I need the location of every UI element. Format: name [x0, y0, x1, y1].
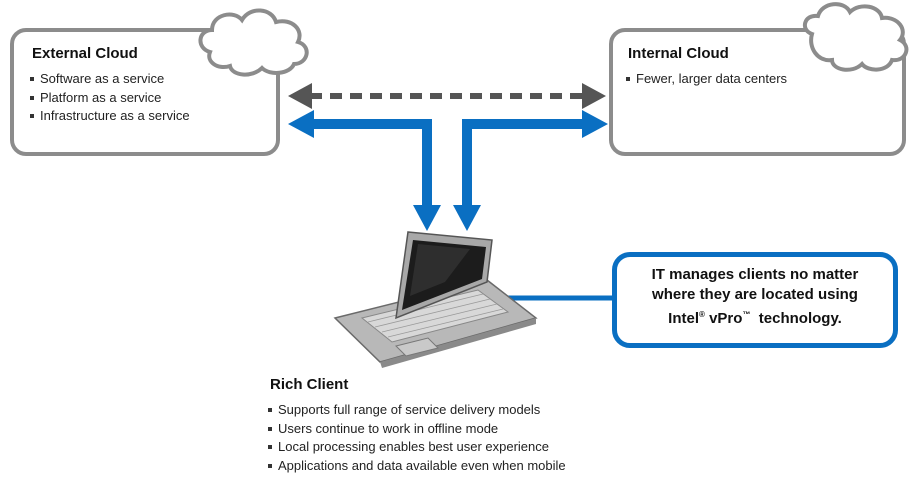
vpro-callout: IT manages clients no matter where they …	[612, 252, 898, 348]
callout-text: IT manages clients no matter where they …	[617, 265, 893, 329]
list-item: Infrastructure as a service	[30, 107, 190, 126]
internal-cloud-icon	[802, 2, 909, 72]
rich-client-title: Rich Client	[270, 376, 349, 393]
external-cloud-list: Software as a service Platform as a serv…	[30, 70, 190, 126]
callout-tail: technology.	[758, 310, 842, 327]
callout-brand-vpro: vPro	[709, 310, 743, 327]
trademark-mark: ™	[742, 310, 751, 319]
list-item: Software as a service	[30, 70, 190, 89]
callout-line-1: IT manages clients no matter	[651, 266, 859, 283]
callout-brand-intel: Intel	[668, 310, 699, 327]
cloud-to-cloud-dashed-arrow	[288, 83, 606, 109]
callout-line-3: Intel® vPro™ technology.	[617, 305, 893, 329]
list-item: Local processing enables best user exper…	[268, 438, 566, 457]
list-item: Platform as a service	[30, 89, 190, 108]
laptop-icon	[333, 231, 538, 368]
registered-mark: ®	[699, 310, 705, 319]
rich-client-list: Supports full range of service delivery …	[268, 401, 566, 475]
internal-cloud-list: Fewer, larger data centers	[626, 70, 787, 89]
external-cloud-client-arrow	[288, 110, 441, 231]
external-cloud-title: External Cloud	[32, 45, 138, 62]
list-item: Users continue to work in offline mode	[268, 420, 566, 439]
internal-cloud-title: Internal Cloud	[628, 45, 729, 62]
external-cloud-icon	[198, 8, 309, 77]
callout-line-2: where they are located using	[652, 286, 858, 303]
list-item: Fewer, larger data centers	[626, 70, 787, 89]
internal-cloud-client-arrow	[453, 110, 608, 231]
list-item: Applications and data available even whe…	[268, 457, 566, 476]
list-item: Supports full range of service delivery …	[268, 401, 566, 420]
